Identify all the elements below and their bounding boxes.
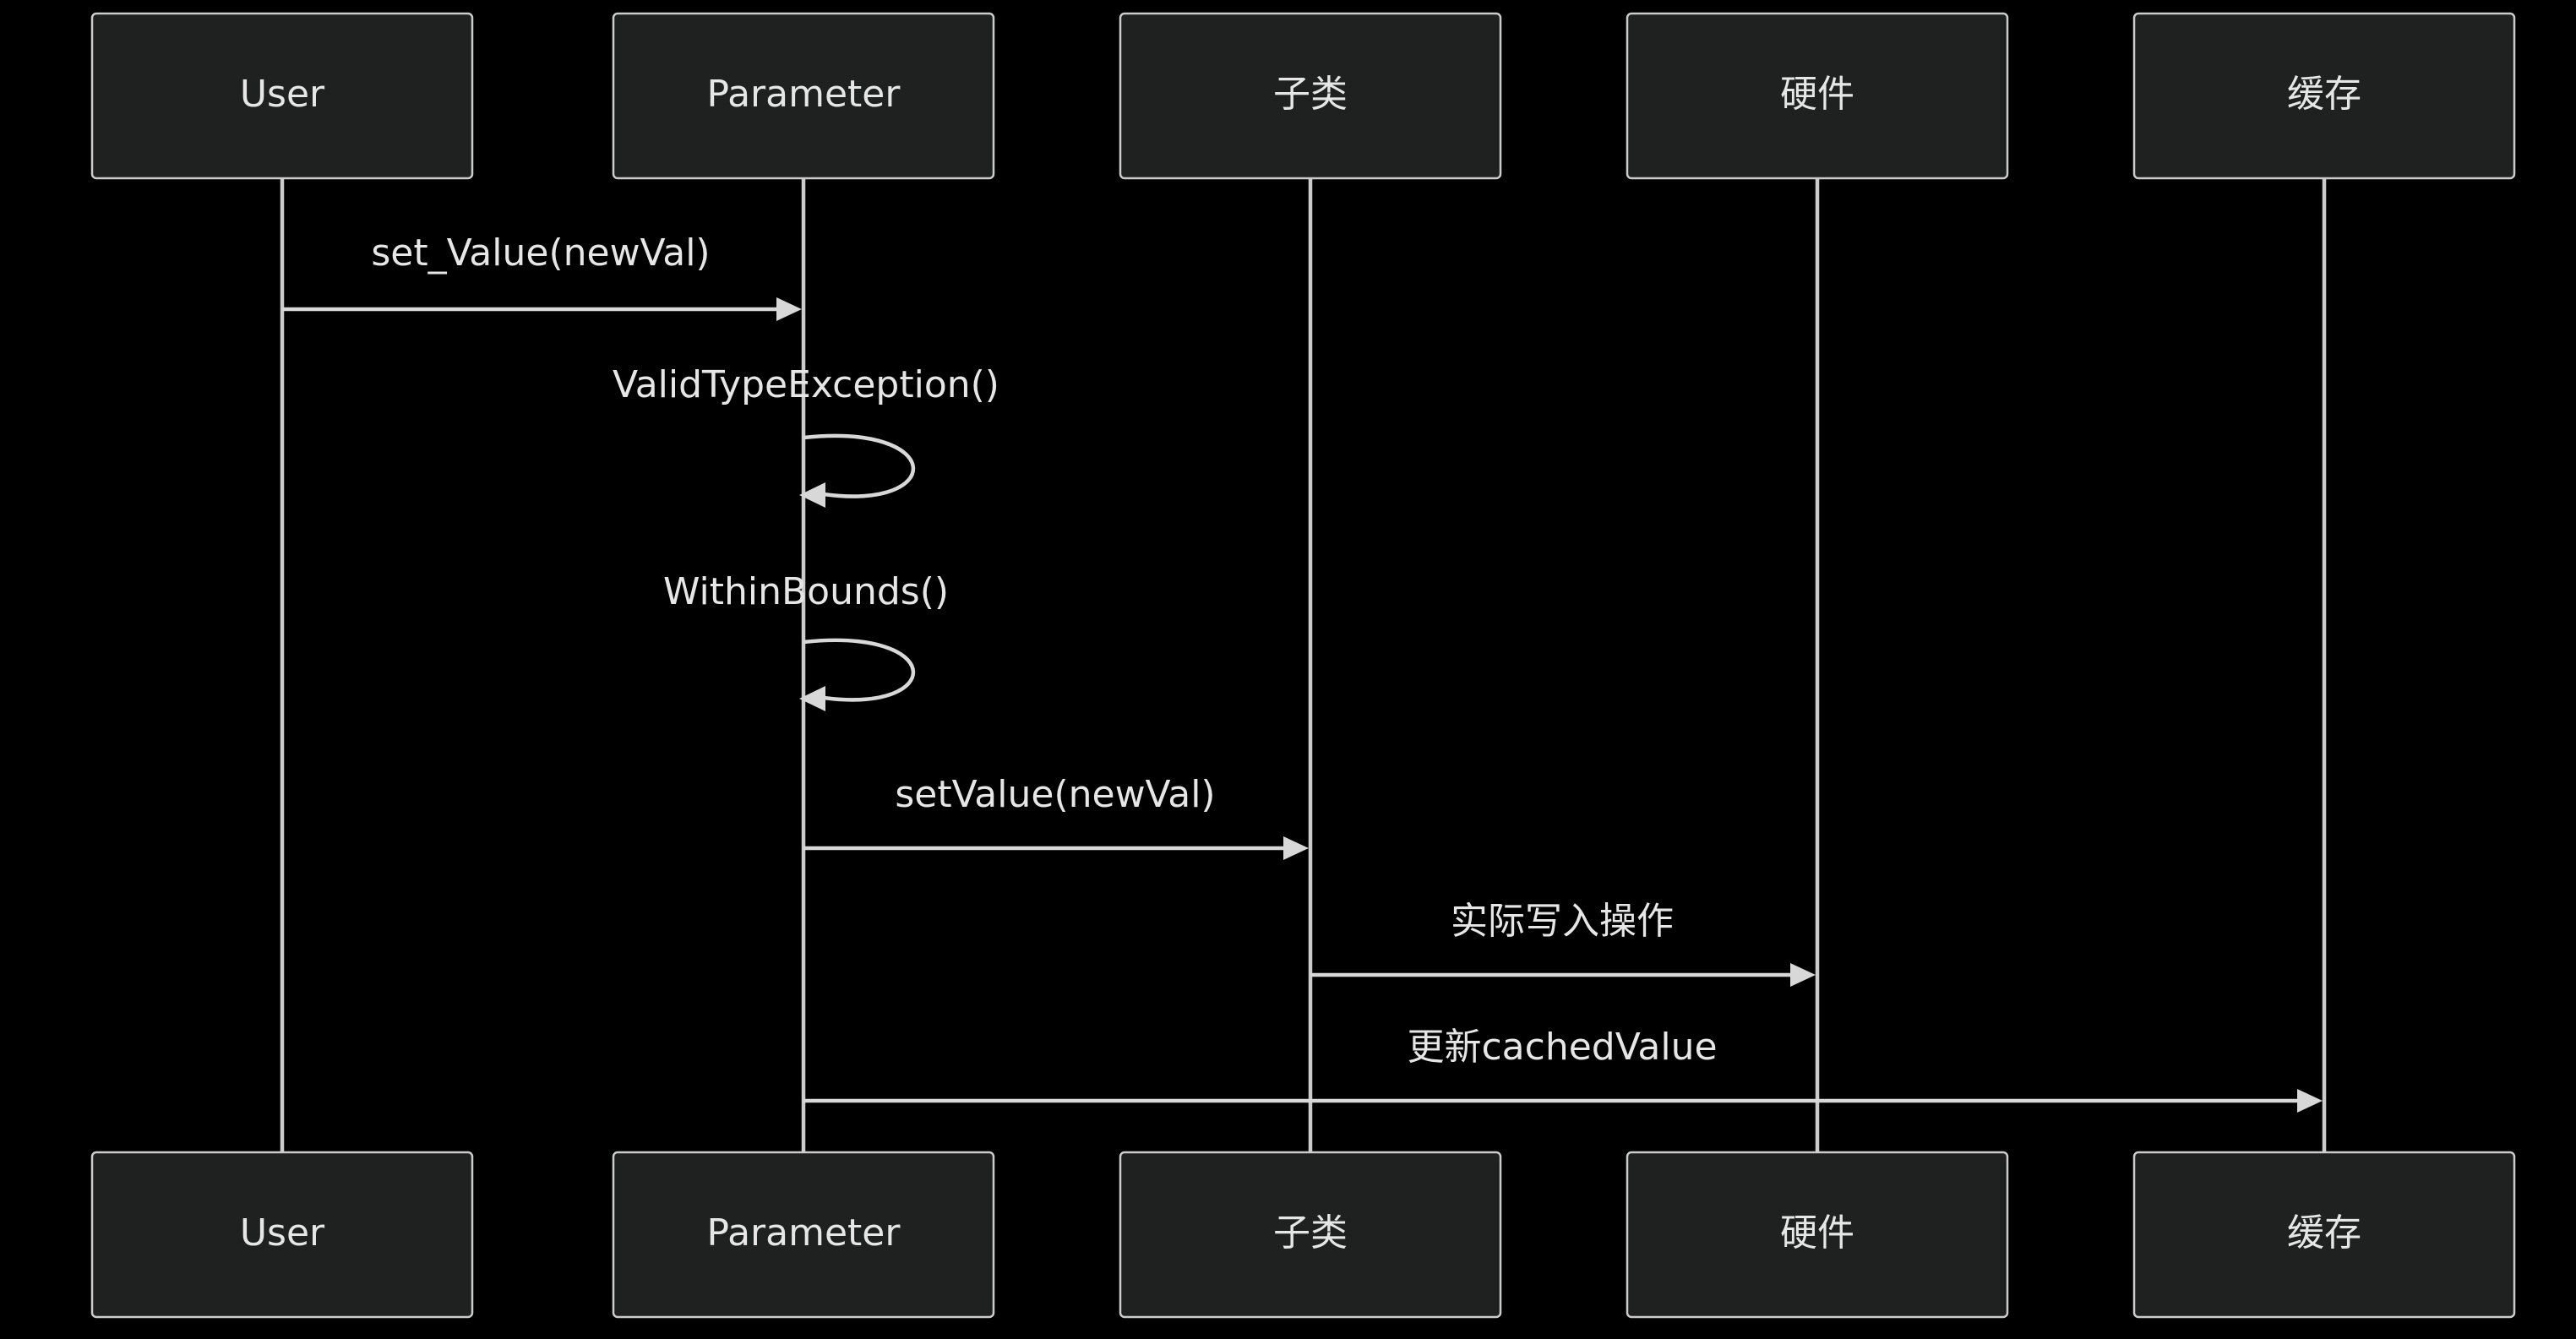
arrowhead-icon (799, 686, 825, 711)
actors-top: User Parameter 子类 硬件 缓存 (90, 12, 2516, 180)
message-within-bounds: WithinBounds() (663, 570, 949, 711)
lifelines (280, 179, 2327, 1152)
message-update-cache: 更新cachedValue (803, 1026, 2323, 1113)
self-call-loop (803, 433, 916, 498)
message-set-value: set_Value(newVal) (282, 231, 802, 321)
arrowhead-icon (2297, 1089, 2323, 1113)
actor-label: 缓存 (2287, 1211, 2361, 1255)
actor-user-bottom: User (90, 1151, 474, 1319)
actor-label: Parameter (707, 1211, 901, 1255)
actor-label: 硬件 (1780, 73, 1854, 116)
message-label: 更新cachedValue (1407, 1026, 1717, 1069)
actor-hardware-bottom: 硬件 (1626, 1151, 2009, 1319)
message-label: ValidTypeException() (613, 363, 999, 406)
actor-label: 子类 (1273, 1211, 1348, 1255)
actor-parameter-top: Parameter (612, 12, 995, 180)
actor-subclass-bottom: 子类 (1119, 1151, 1502, 1319)
actor-label: User (240, 73, 325, 116)
actor-cache-bottom: 缓存 (2132, 1151, 2516, 1319)
message-label: WithinBounds() (663, 570, 949, 613)
message-set-value-subclass: setValue(newVal) (803, 773, 1309, 860)
actor-label: User (240, 1211, 325, 1255)
message-label: set_Value(newVal) (371, 231, 710, 275)
actor-cache-top: 缓存 (2132, 12, 2516, 180)
actor-label: Parameter (707, 73, 901, 116)
self-call-loop (803, 638, 916, 702)
actor-label: 硬件 (1780, 1211, 1854, 1255)
messages: set_Value(newVal) ValidTypeException() W… (282, 231, 2323, 1113)
actor-parameter-bottom: Parameter (612, 1151, 995, 1319)
actor-subclass-top: 子类 (1119, 12, 1502, 180)
actor-hardware-top: 硬件 (1626, 12, 2009, 180)
actor-label: 缓存 (2287, 73, 2361, 116)
message-label: 实际写入操作 (1451, 900, 1674, 943)
arrowhead-icon (1790, 963, 1816, 987)
actor-user-top: User (90, 12, 474, 180)
arrowhead-icon (799, 482, 825, 508)
message-valid-type-exception: ValidTypeException() (613, 363, 999, 508)
actors-bottom: User Parameter 子类 硬件 缓存 (90, 1151, 2516, 1319)
message-hardware-write: 实际写入操作 (1310, 900, 1816, 987)
arrowhead-icon (776, 297, 802, 321)
actor-label: 子类 (1273, 73, 1348, 116)
message-label: setValue(newVal) (895, 773, 1215, 816)
arrowhead-icon (1283, 836, 1309, 860)
